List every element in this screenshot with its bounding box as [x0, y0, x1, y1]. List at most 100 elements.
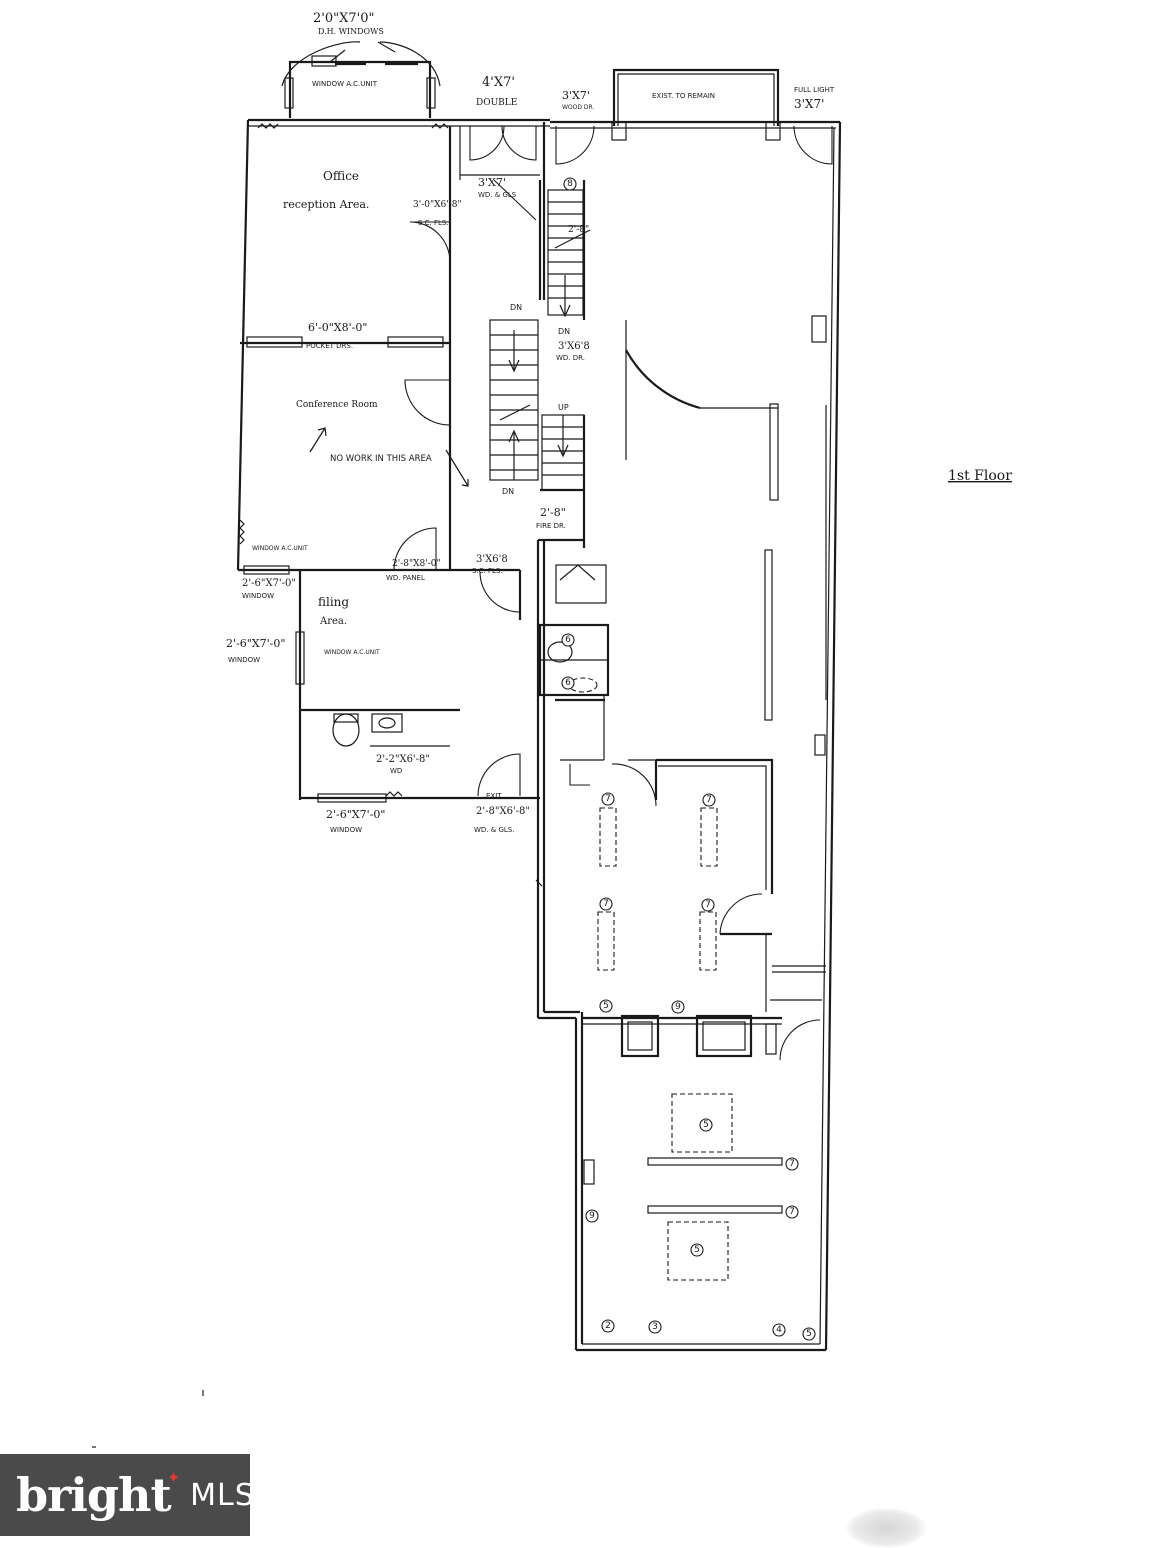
label-dh-size: 2'0"X7'0" [313, 11, 374, 26]
label-area: Area. [319, 616, 347, 627]
fixture-tag: 2 [601, 1319, 615, 1333]
fixture-tag: 9 [671, 1000, 685, 1014]
label-no-work: NO WORK IN THIS AREA [330, 454, 432, 464]
label-window-b: WINDOW [228, 656, 260, 664]
label-wd-dr-size: 3'X6'8 [558, 341, 590, 352]
stairs [489, 189, 591, 491]
label-window-ac-filing: WINDOW A.C.UNIT [324, 649, 380, 656]
label-window-ac-top: WINDOW A.C.UNIT [312, 80, 378, 88]
label-pocket-size: 6'-0"X8'-0" [308, 321, 367, 334]
svg-text:3: 3 [652, 1322, 658, 1332]
svg-text:6: 6 [565, 678, 571, 688]
label-window-c: WINDOW [330, 826, 362, 834]
svg-text:5: 5 [703, 1120, 709, 1130]
svg-text:5: 5 [603, 1001, 609, 1011]
svg-text:4: 4 [776, 1325, 782, 1335]
label-stair-28: 2'-8" [568, 225, 589, 235]
label-wd-gls-size: 3'X7' [478, 176, 506, 189]
fixture-tag: 6 [561, 633, 575, 647]
label-dn-top: DN [510, 303, 522, 312]
label-wood-size: 3'X7' [562, 89, 590, 102]
label-dn-1: DN [558, 327, 570, 336]
fixture-tag: 7 [601, 792, 615, 806]
label-sc-fls: S.C. FLS. [418, 219, 449, 227]
svg-text:7: 7 [705, 900, 711, 910]
fixture-tag: 4 [772, 1323, 786, 1337]
fixture-tag: 5 [699, 1118, 713, 1132]
label-exit-door: WD. & GLS. [474, 826, 514, 834]
store-walls [535, 68, 842, 1352]
label-double-size: 4'X7' [482, 75, 515, 90]
label-window-2670-c: 2'-6"X7'-0" [326, 808, 385, 821]
label-wd-panel: WD. PANEL [386, 574, 425, 582]
label-pocket: POCKET DRS. [306, 342, 353, 350]
label-dn-2: DN [502, 487, 514, 496]
svg-text:5: 5 [694, 1245, 700, 1255]
label-sc2-size: 3'X6'8 [476, 554, 508, 565]
label-up: UP [558, 403, 569, 412]
label-wd-228-size: 2'-2"X6'-8" [376, 754, 430, 765]
brand-suffix: MLS [190, 1477, 255, 1513]
svg-text:7: 7 [605, 794, 611, 804]
label-dh: D.H. WINDOWS [318, 27, 384, 36]
door-swings [393, 125, 833, 797]
label-floor: 1st Floor [948, 468, 1012, 484]
label-full-light: FULL LIGHT [794, 86, 835, 94]
label-exit-door-size: 2'-8"X6'-8" [476, 806, 530, 817]
fixture-tag: 8 [563, 177, 577, 191]
label-conference: Conference Room [296, 400, 378, 410]
label-double: DOUBLE [476, 98, 517, 108]
label-window-2670-a: 2'-6"X7'-0" [242, 578, 296, 589]
svg-text:7: 7 [706, 795, 712, 805]
label-wd-panel-size: 2'-8"X8'-0" [392, 559, 441, 569]
label-full-light-size: 3'X7' [794, 97, 824, 111]
label-filing: filing [318, 595, 349, 609]
label-sc2-fls: S.C. FLS. [472, 567, 503, 575]
label-wood: WOOD DR. [562, 104, 594, 111]
svg-text:7: 7 [789, 1207, 795, 1217]
brand-star-icon: ✦ [166, 1467, 181, 1487]
left-wing-walls [236, 55, 550, 803]
bathroom-fixtures [332, 713, 450, 747]
label-sc-size: 3'-0"X6'-8" [413, 200, 462, 210]
radiator-marks [239, 123, 449, 797]
label-exit: EXIT [486, 792, 502, 800]
fixture-tag: 5 [690, 1243, 704, 1257]
fixture-tags: 8 6 6 7 7 7 7 5 9 5 5 7 7 9 2 3 4 5 [561, 177, 816, 1341]
page-smudge [846, 1508, 926, 1548]
bright-mls-logo: bright ✦ MLS [0, 1454, 254, 1536]
label-fire-size: 2'-8" [540, 506, 566, 519]
svg-text:6: 6 [565, 635, 571, 645]
svg-text:8: 8 [567, 179, 573, 189]
svg-text:7: 7 [603, 899, 609, 909]
fixture-tag: 7 [785, 1205, 799, 1219]
label-wd-gls: WD. & GLS [478, 191, 517, 199]
svg-text:9: 9 [589, 1211, 595, 1221]
label-office: Office [323, 169, 359, 183]
label-window-2670-b: 2'-6"X7'-0" [226, 637, 285, 650]
fixture-tag: 5 [802, 1327, 816, 1341]
fixture-tag: 7 [599, 897, 613, 911]
brand-name: bright [16, 1468, 172, 1522]
fixture-tag: 6 [561, 676, 575, 690]
annotation-arrows [281, 41, 469, 487]
label-wd-dr: WD. DR. [556, 354, 585, 362]
fixture-tag: 5 [599, 999, 613, 1013]
fixture-tag: 9 [585, 1209, 599, 1223]
svg-text:2: 2 [605, 1321, 611, 1331]
svg-text:9: 9 [675, 1002, 681, 1012]
fixture-tag: 3 [648, 1320, 662, 1334]
fixture-tag: 7 [701, 898, 715, 912]
label-reception: reception Area. [283, 198, 369, 211]
label-fire-dr: FIRE DR. [536, 522, 566, 530]
fixture-tag: 7 [785, 1157, 799, 1171]
label-exist: EXIST. TO REMAIN [652, 92, 715, 100]
plan-labels: 2'0"X7'0" D.H. WINDOWS WINDOW A.C.UNIT 4… [226, 11, 1012, 834]
svg-text:7: 7 [789, 1159, 795, 1169]
label-window-ac-left: WINDOW A.C.UNIT [252, 545, 308, 552]
label-wd-228: WD [390, 767, 402, 775]
label-window-a: WINDOW [242, 592, 274, 600]
svg-text:5: 5 [806, 1329, 812, 1339]
fixture-tag: 7 [702, 793, 716, 807]
